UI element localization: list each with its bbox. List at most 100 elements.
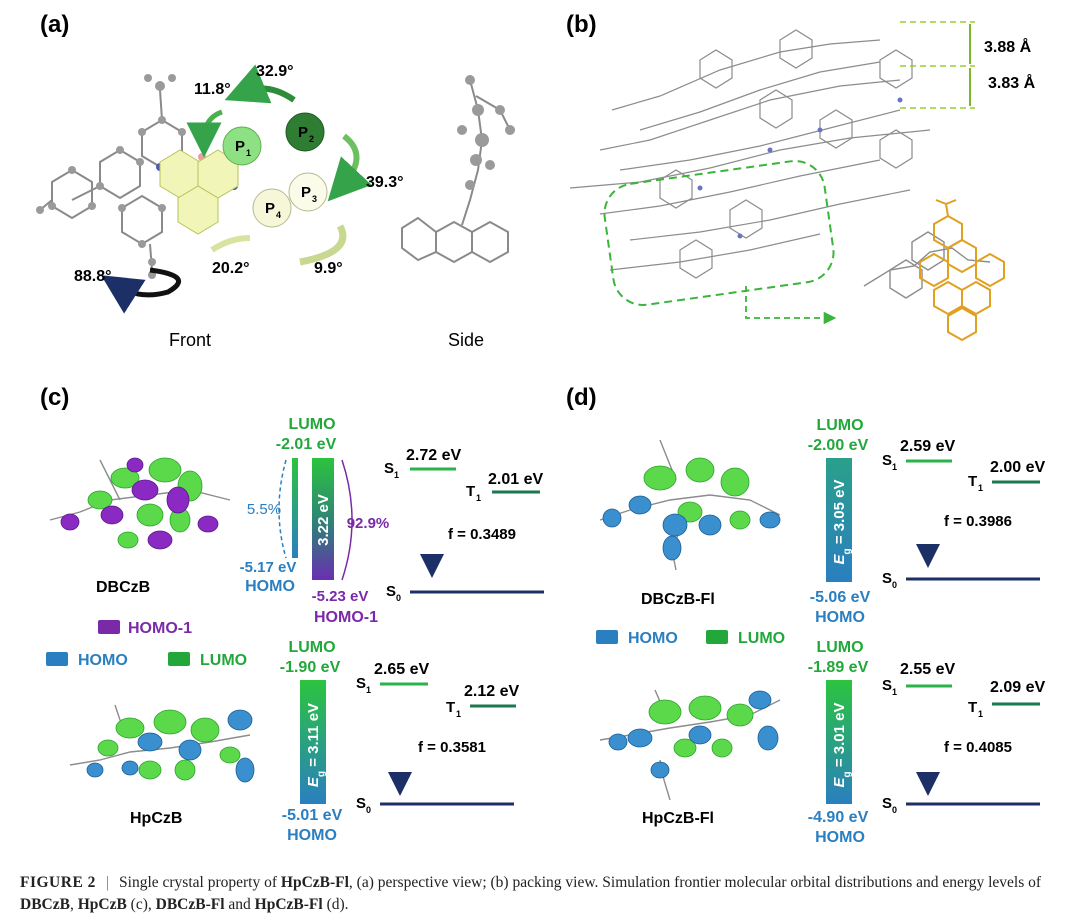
dbczb-homo1-value: -5.23 eV (312, 588, 369, 605)
hpczb-fl-gap-bar (826, 680, 852, 804)
hpczb-fl-s0-label: S (882, 795, 892, 812)
arrow-32-9 (224, 64, 296, 104)
legend-homo-label: HOMO (78, 652, 128, 669)
legend-c: HOMO-1 HOMO LUMO (46, 620, 247, 669)
side-molecule (401, 79, 511, 264)
packing-structure (569, 29, 931, 279)
caption-bold-4: DBCzB-Fl (155, 896, 225, 913)
dbczb-fl-homo-value: -5.06 eV (810, 589, 871, 606)
arrow-11-8 (186, 109, 223, 158)
legend-d: HOMO LUMO (596, 630, 785, 647)
angle-9-9: 9.9° (314, 260, 343, 277)
front-label: Front (169, 330, 211, 350)
legend-lumo-swatch (168, 652, 190, 666)
legend-homo1-label: HOMO-1 (128, 620, 192, 637)
ring-p4-sub: 4 (276, 210, 281, 220)
ring-p3: P 3 (288, 172, 328, 212)
legend-d-lumo-swatch (706, 630, 728, 644)
dbczb-lumo-value: -2.01 eV (276, 436, 337, 453)
hpczb-t1-value: 2.12 eV (464, 683, 519, 700)
dbczb-energy-levels: LUMO -2.01 eV 3.22 eV 5.5% 92.9% -5.17 e… (240, 416, 544, 626)
panel-d-label: (d) (566, 384, 597, 411)
angle-32-9: 32.9° (256, 63, 294, 80)
ring-p3-label: P (301, 184, 311, 201)
hpczb-fl-homo-value: -4.90 eV (808, 809, 869, 826)
hpczb-fl-lumo-value: -1.89 eV (808, 659, 869, 676)
dbczb-fl-name: DBCzB-Fl (641, 591, 715, 608)
dimer-inset (863, 199, 1005, 342)
side-label: Side (448, 330, 484, 350)
central-rings (159, 149, 239, 235)
caption-text-6: (d). (322, 896, 349, 913)
hpczb-fl-t1-value: 2.09 eV (990, 679, 1045, 696)
dbczb-t1-sub: 1 (476, 493, 481, 503)
arrow-20-2 (210, 235, 251, 253)
hpczb-orbital-image (69, 704, 255, 783)
hpczb-lumo-label: LUMO (288, 639, 335, 656)
dbczb-fl-s1-label: S (882, 452, 892, 469)
hpczb-fl-f-value: f = 0.4085 (944, 739, 1012, 756)
dbczb-fl-t1-value: 2.00 eV (990, 459, 1045, 476)
side-atoms (457, 75, 515, 190)
panel-c-label: (c) (40, 384, 69, 411)
dbczb-fl-t1-sub: 1 (978, 483, 983, 493)
angle-39-3: 39.3° (366, 174, 404, 191)
dbczb-homo1-label: HOMO-1 (314, 609, 378, 626)
figure-number: FIGURE 2 (20, 874, 96, 891)
panel-b-label: (b) (566, 11, 597, 38)
hpczb-s1-value: 2.65 eV (374, 661, 429, 678)
hpczb-s1-sub: 1 (366, 685, 371, 695)
legend-d-homo-label: HOMO (628, 630, 678, 647)
hpczb-t1-sub: 1 (456, 709, 461, 719)
dbczb-orbital-image (49, 457, 231, 550)
caption-text-5: and (224, 896, 255, 913)
zoom-arrow (745, 286, 837, 325)
dbczb-fl-s0-sub: 0 (892, 580, 897, 590)
caption-bold-1: HpCzB-Fl (280, 874, 349, 891)
ring-p3-sub: 3 (312, 194, 317, 204)
angle-88-8: 88.8° (74, 268, 112, 285)
dbczb-fl-f-value: f = 0.3986 (944, 513, 1012, 530)
dbczb-homo1-transition (341, 459, 353, 581)
hpczb-fl-t1-sub: 1 (978, 709, 983, 719)
caption-text-1: Single crystal property of (119, 874, 281, 891)
hpczb-fl-t1-label: T (968, 699, 977, 716)
caption-bold-5: HpCzB-Fl (254, 896, 323, 913)
hpczb-s0-sub: 0 (366, 805, 371, 815)
dbczb-gap-value: 3.22 eV (315, 494, 332, 546)
ring-p1-label: P (235, 138, 245, 155)
packing-dopants (697, 97, 903, 239)
figure-canvas: (a) P 1 (36, 11, 1046, 846)
dbczb-fl-gap-bar (826, 458, 852, 582)
hpczb-fl-energy-levels: LUMO -1.89 eV Eg = 3.01 eV -4.90 eV HOMO… (808, 639, 1046, 846)
dbczb-pct-homo1: 92.9% (347, 515, 390, 532)
ring-p2: P 2 (285, 112, 325, 152)
dbczb-pct-homo: 5.5% (247, 501, 281, 518)
distance-label-1: 3.88 Å (984, 37, 1032, 56)
hpczb-gap-value: Eg = 3.11 eV (305, 703, 327, 787)
panel-a-label: (a) (40, 11, 69, 38)
dbczb-s1-value: 2.72 eV (406, 447, 461, 464)
hpczb-s1-label: S (356, 675, 366, 692)
dbczb-s0-label: S (386, 583, 396, 600)
ring-p4-label: P (265, 200, 275, 217)
hpczb-fl-name: HpCzB-Fl (642, 810, 714, 827)
legend-d-homo-swatch (596, 630, 618, 644)
ring-p2-sub: 2 (309, 134, 314, 144)
highlight-dimer-box (603, 160, 835, 306)
ring-p1: P 1 (222, 126, 262, 166)
arrow-9-9 (299, 224, 347, 266)
hpczb-lumo-value: -1.90 eV (280, 659, 341, 676)
dbczb-f-value: f = 0.3489 (448, 526, 516, 543)
dbczb-fl-s1-sub: 1 (892, 462, 897, 472)
dbczb-fl-lumo-label: LUMO (816, 417, 863, 434)
hpczb-fl-lumo-label: LUMO (816, 639, 863, 656)
dbczb-s1-sub: 1 (394, 470, 399, 480)
hpczb-fl-s1-value: 2.55 eV (900, 661, 955, 678)
legend-homo1-swatch (98, 620, 120, 634)
hpczb-f-value: f = 0.3581 (418, 739, 486, 756)
hpczb-fl-s1-label: S (882, 677, 892, 694)
dbczb-homo-label: HOMO (245, 578, 295, 595)
dbczb-fl-s0-label: S (882, 570, 892, 587)
hpczb-homo-value: -5.01 eV (282, 807, 343, 824)
